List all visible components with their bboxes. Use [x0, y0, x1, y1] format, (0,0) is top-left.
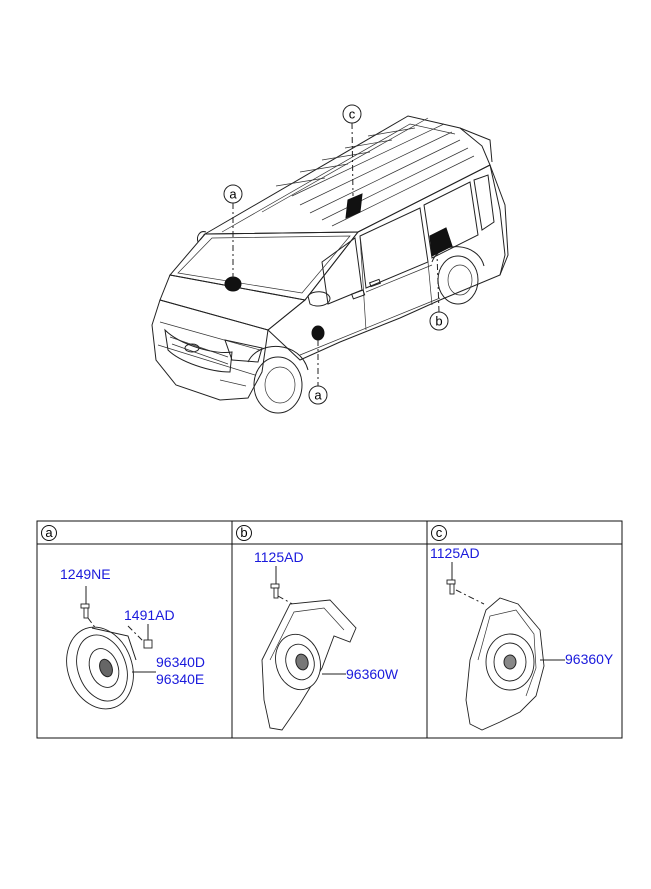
- svg-text:b: b: [240, 525, 247, 540]
- part-number-96360W: 96360W: [346, 666, 399, 682]
- windshield-tweeter-spot: [224, 276, 242, 292]
- rear-speaker-bracket-icon: [261, 599, 357, 731]
- parts-table: a b c: [36, 520, 623, 739]
- part-number-1125AD-c: 1125AD: [430, 545, 480, 561]
- svg-text:a: a: [314, 388, 322, 403]
- panel-b: 1125AD 96360W: [254, 549, 399, 731]
- panel-a: 1249NE 1491AD 96340D 96340E: [60, 566, 205, 710]
- door-speaker-icon: [66, 626, 137, 710]
- svg-text:a: a: [45, 525, 53, 540]
- callout-c-roof: c: [342, 104, 362, 197]
- callout-a-door: a: [308, 340, 328, 405]
- screw-icon: [80, 603, 90, 619]
- roof-speaker-bracket-icon: [465, 597, 545, 731]
- svg-text:a: a: [229, 187, 237, 202]
- part-number-1249NE: 1249NE: [60, 566, 111, 582]
- clip-icon: [143, 639, 153, 649]
- part-number-96360Y: 96360Y: [565, 651, 614, 667]
- table-header-b: b: [236, 525, 252, 541]
- rear-speaker-spot: [429, 227, 453, 257]
- svg-text:c: c: [436, 525, 443, 540]
- callout-a-windshield: a: [223, 184, 243, 278]
- callout-b-rear: b: [429, 253, 449, 331]
- table-header-c: c: [431, 525, 447, 541]
- roof-speaker-spot: [345, 193, 363, 219]
- part-number-96340E: 96340E: [156, 671, 204, 687]
- table-header-a: a: [41, 525, 57, 541]
- part-number-1125AD-b: 1125AD: [254, 549, 304, 565]
- door-speaker-spot: [311, 325, 325, 341]
- part-number-96340D: 96340D: [156, 654, 205, 670]
- svg-text:b: b: [435, 314, 442, 329]
- panel-c: 1125AD 96360Y: [430, 545, 614, 731]
- bolt-icon: [270, 583, 280, 599]
- bolt-icon: [446, 579, 456, 595]
- svg-text:c: c: [349, 107, 356, 122]
- van-illustration: [151, 115, 509, 414]
- part-number-1491AD: 1491AD: [124, 607, 175, 623]
